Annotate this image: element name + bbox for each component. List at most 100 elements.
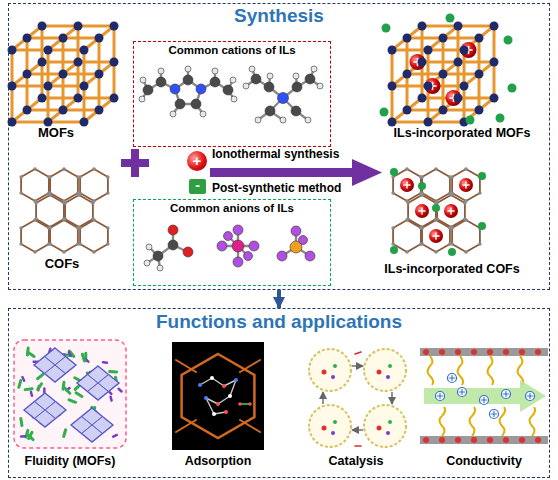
- atom: [224, 232, 233, 241]
- side-chain: [458, 356, 464, 385]
- ionic-liquid-anion: [103, 361, 107, 364]
- pore-wall-bar: [420, 348, 548, 356]
- framework-strut: [48, 26, 78, 50]
- pore-wall: [240, 360, 260, 372]
- anchored-cation: [439, 349, 445, 355]
- reactant-molecule: [355, 352, 361, 354]
- conductivity-illustration: [420, 348, 548, 444]
- anchored-cation: [535, 437, 541, 443]
- cof-atom: [91, 201, 95, 205]
- cof-atom: [478, 191, 482, 195]
- atom: [251, 74, 261, 84]
- anion-sphere: [418, 182, 426, 190]
- cof-atom: [78, 242, 82, 246]
- molecule-atom: [234, 378, 238, 382]
- plus-mark: [465, 182, 467, 188]
- metal-node: [388, 118, 397, 127]
- metal-node: [460, 46, 469, 55]
- cof-atom: [478, 242, 482, 246]
- metal-node: [80, 46, 89, 55]
- ionic-liquid-cation: [82, 354, 84, 361]
- ionic-liquid-cation: [19, 381, 21, 388]
- hexafluorophosphate-anion: [217, 225, 259, 267]
- cof-atom: [48, 193, 52, 197]
- cof-honeycomb: [390, 167, 486, 256]
- atom: [146, 244, 152, 250]
- cation-ball: +: [187, 151, 207, 171]
- metal-node: [74, 94, 83, 103]
- particle-grid: [35, 402, 56, 419]
- ionic-liquid-anion: [31, 392, 32, 396]
- mof-lattice: [380, 14, 517, 127]
- metal-node: [110, 94, 119, 103]
- anion-sphere: [466, 116, 475, 125]
- ionic-liquid-cation: [21, 419, 22, 426]
- ionic-liquid-anion: [113, 435, 117, 437]
- side-chain: [530, 407, 536, 436]
- cof-atom: [62, 218, 66, 222]
- metal-node: [454, 22, 463, 31]
- cof-honeycomb: [19, 167, 109, 254]
- atom: [249, 66, 255, 72]
- atom: [191, 99, 201, 109]
- atom: [293, 73, 299, 79]
- cof-ring: [50, 169, 78, 201]
- atom: [317, 83, 323, 89]
- anion-sphere: [432, 204, 440, 212]
- particle-grid: [88, 375, 109, 392]
- atom: [231, 96, 237, 102]
- atom: [158, 68, 164, 74]
- metal-node: [388, 82, 397, 91]
- atom: [277, 251, 287, 261]
- mof-particle: [71, 408, 113, 442]
- active-site: [377, 370, 382, 375]
- mobile-ion: [502, 390, 511, 399]
- panel-heading: Functions and applications: [9, 311, 549, 333]
- particle-grid: [45, 357, 66, 374]
- framework-strut: [84, 62, 114, 86]
- atom: [305, 251, 315, 261]
- applications-panel: Functions and applications: [8, 308, 550, 478]
- cof-ring: [50, 220, 78, 252]
- framework-strut: [48, 62, 78, 86]
- particle-grid: [88, 375, 109, 392]
- mobile-ion: [526, 392, 535, 401]
- atom: [143, 85, 153, 95]
- atom: [292, 82, 302, 92]
- cof-atom: [63, 201, 67, 205]
- metal-node: [110, 22, 119, 31]
- cation-sphere: [444, 204, 458, 218]
- active-site: [386, 431, 390, 435]
- atom: [244, 252, 253, 261]
- metal-node: [59, 106, 68, 115]
- adsorption-illustration: [172, 342, 264, 450]
- acetate-anion: [144, 225, 193, 271]
- anion-sphere: [380, 108, 389, 117]
- cof-atom: [464, 250, 468, 254]
- metal-node: [23, 106, 32, 115]
- metal-node: [403, 70, 412, 79]
- atom: [223, 85, 233, 95]
- pore-wall: [176, 420, 196, 432]
- mobile-ion: [480, 396, 489, 405]
- cof-atom: [78, 175, 82, 179]
- pore-wall: [240, 420, 260, 432]
- ionic-liquid-anion: [109, 397, 112, 401]
- mof-particle: [77, 366, 119, 400]
- ionic-liquid-anion: [21, 435, 25, 438]
- plus-mark: [439, 394, 440, 399]
- ionic-liquid-anion: [69, 352, 71, 356]
- metal-node: [475, 34, 484, 43]
- metal-node: [59, 34, 68, 43]
- atom: [299, 236, 308, 245]
- atom: [311, 66, 317, 72]
- metal-node: [80, 82, 89, 91]
- cof-atom: [406, 201, 410, 205]
- cof-atom: [405, 167, 409, 171]
- anchored-cation: [455, 437, 461, 443]
- active-site: [333, 420, 337, 424]
- cof-atom: [78, 226, 82, 230]
- liquid-boundary: [14, 340, 126, 448]
- plus-mark: [493, 412, 494, 417]
- atom: [196, 84, 206, 94]
